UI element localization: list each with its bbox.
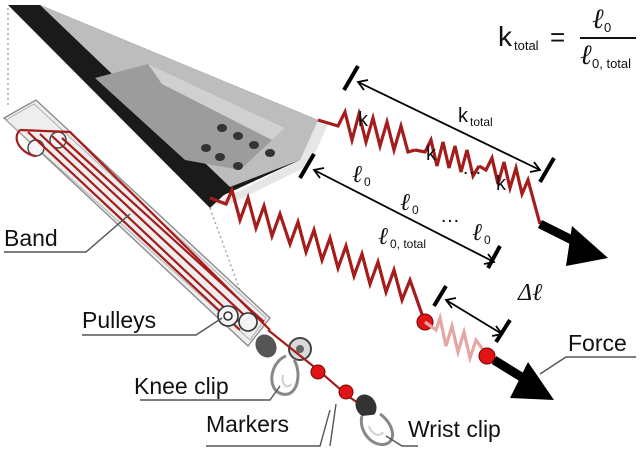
force-arrow-upper <box>537 219 608 266</box>
spring-k-1: k <box>358 109 369 131</box>
formula-denominator-sub: 0, total <box>592 56 631 71</box>
spring-k-3: k <box>496 173 507 195</box>
label-knee-clip: Knee clip <box>134 373 229 399</box>
peg-holes <box>201 124 275 170</box>
l0-total-sub: 0, total <box>390 237 426 251</box>
label-markers: Markers <box>206 411 289 437</box>
spring-chain-upper <box>317 107 542 225</box>
l0-label-1: ℓ <box>352 162 362 188</box>
l0-sub-3: 0 <box>484 233 491 247</box>
bottom-pulleys <box>217 305 258 332</box>
knee-clip-knob <box>255 334 277 358</box>
label-wrist-clip: Wrist clip <box>408 416 501 442</box>
formula: k total = ℓ 0 ℓ 0, total <box>498 4 636 71</box>
spring-labels: k k … k k total ℓ 0 ℓ 0 … ℓ 0 ℓ 0, total… <box>352 105 542 306</box>
measure-arrows <box>312 79 542 337</box>
formula-k: k <box>498 21 513 52</box>
projection-lines <box>7 8 251 319</box>
label-pulleys: Pulleys <box>82 307 156 333</box>
device-housing <box>8 5 328 208</box>
k-total-sub: total <box>470 115 493 129</box>
leader-lines <box>4 213 636 447</box>
formula-equals: = <box>550 22 565 52</box>
l0-total-label: ℓ <box>378 224 388 250</box>
spring-stretched <box>424 311 488 364</box>
spring-ellipsis-upper: … <box>462 157 482 179</box>
part-labels: Band Pulleys Knee clip Markers Wrist cli… <box>4 225 627 442</box>
k-total-label: k <box>458 105 469 127</box>
formula-k-sub: total <box>514 38 539 53</box>
spring-chain-lower <box>209 185 426 321</box>
measure-ticks <box>298 64 556 344</box>
knee-clip <box>270 354 300 396</box>
marker-lower-end <box>478 347 496 365</box>
wrist-clip-knob <box>355 394 377 418</box>
force-arrow-lower <box>491 356 554 400</box>
spring-ellipsis-lower: … <box>440 205 460 227</box>
formula-numerator-sub: 0 <box>604 20 611 35</box>
spring-k-2: k <box>426 143 437 165</box>
formula-denominator: ℓ <box>580 40 592 71</box>
l0-sub-2: 0 <box>412 203 419 217</box>
band-loops <box>15 128 271 331</box>
label-force: Force <box>568 330 627 356</box>
delta-l-label: Δℓ <box>517 280 542 306</box>
l0-sub-1: 0 <box>364 175 371 189</box>
apparatus-outline <box>2 99 395 447</box>
l0-label-2: ℓ <box>400 190 410 216</box>
wrist-clip <box>359 412 395 447</box>
formula-numerator: ℓ <box>592 4 604 35</box>
marker-dots <box>310 364 354 400</box>
l0-label-3: ℓ <box>472 220 482 246</box>
label-band: Band <box>4 225 58 251</box>
